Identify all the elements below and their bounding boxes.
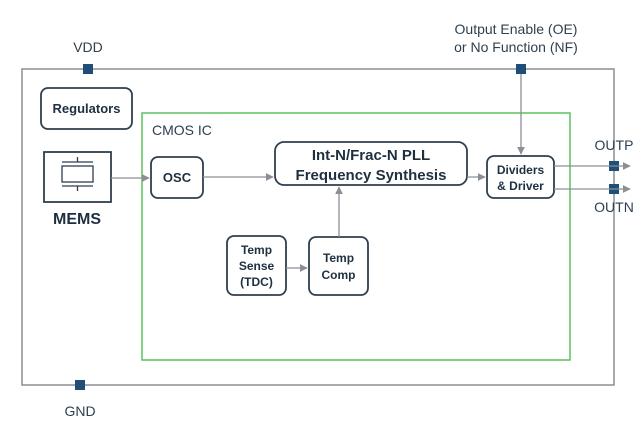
regulators-block [40,87,133,130]
dividers-label-line2: & Driver [497,179,544,193]
outn-label: OUTN [594,199,634,215]
temp-comp-label-line2: Comp [322,268,356,282]
vdd-pin [83,64,93,74]
regulators-label: Regulators [53,101,121,116]
cmos-ic-boundary [141,112,571,361]
package-outline [21,68,615,386]
temp-comp-block [308,236,369,296]
temp-sense-label-line2: Sense [239,259,275,273]
oe-label-line2: or No Function (NF) [454,39,578,55]
temp-sense-block [226,235,287,296]
temp-sense-label-line1: Temp [241,243,272,257]
mems-block [43,151,112,203]
vdd-label: VDD [73,39,103,55]
outp-label: OUTP [595,137,634,153]
oe-label-line1: Output Enable (OE) [455,21,578,37]
pll-block [274,141,468,186]
cmos-ic-label: CMOS IC [152,122,212,138]
dividers-label-line1: Dividers [497,163,545,177]
gnd-label: GND [64,403,95,419]
signal-wires [111,74,631,272]
mems-label: MEMS [53,211,101,228]
osc-label: OSC [163,170,192,185]
temp-sense-label-line3: (TDC) [240,275,273,289]
pll-label-line2: Frequency Synthesis [296,167,447,184]
crystal-resonator-icon [61,157,94,191]
pll-label-line1: Int-N/Frac-N PLL [312,147,430,164]
temp-comp-label-line1: Temp [323,251,354,265]
dividers-driver-block [486,155,555,199]
oe-pin [516,64,526,74]
gnd-pin [75,380,85,390]
